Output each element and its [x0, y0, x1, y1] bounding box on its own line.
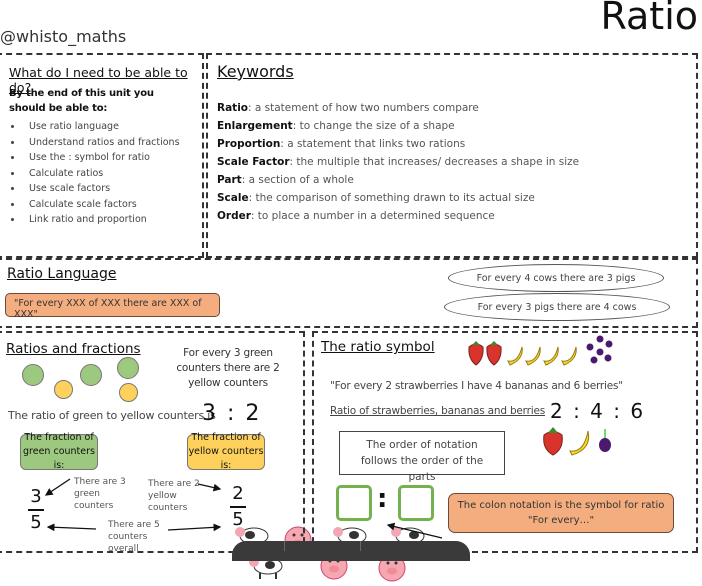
note-yellow-count: There are 2 yellow counters [148, 479, 200, 513]
note-green-count: There are 3 green counters [74, 477, 126, 511]
colon-note-line1: The colon notation is the symbol for rat… [457, 500, 665, 511]
ratios-fractions-heading: Ratios and fractions [6, 341, 141, 357]
goal-item: Use ratio language [23, 119, 180, 135]
annotation-arrows [44, 478, 222, 532]
ratio-phrase-box: "For every XXX of XXX there are XXX of X… [5, 293, 220, 320]
strawberry-icon [486, 341, 502, 366]
keyword-term: Enlargement [217, 120, 293, 132]
berry-icon [586, 335, 613, 364]
ratio-slot-left [336, 485, 372, 521]
counters-description: For every 3 green counters there are 2 y… [176, 347, 280, 389]
arrow-icon [44, 478, 71, 496]
fraction-numerator: 3 [30, 486, 42, 507]
speech-bubble-cows: For every 4 cows there are 3 pigs [448, 264, 664, 292]
goal-item: Calculate ratios [23, 166, 180, 182]
keyword-item: Ratio: a statement of how two numbers co… [217, 99, 579, 117]
colon-symbol: : [377, 484, 388, 514]
ratio-sentence: The ratio of green to yellow counters is [8, 409, 216, 422]
banana-icon [561, 346, 577, 366]
ratio-language-heading: Ratio Language [7, 266, 117, 282]
fraction-bar [28, 509, 44, 511]
keyword-term: Order [217, 210, 251, 222]
bottom-toolbar[interactable] [232, 541, 470, 561]
goal-item: Calculate scale factors [23, 197, 180, 213]
goals-list: Use ratio language Understand ratios and… [9, 119, 180, 228]
keywords-heading: Keywords [217, 62, 294, 81]
order-note-box: The order of notation follows the order … [339, 431, 505, 483]
keyword-definition: : the multiple that increases/ decreases… [289, 156, 580, 168]
ratio-symbol-panel: The ratio symbol "For every 2 strawberri… [312, 331, 698, 553]
berry-icon [599, 429, 611, 452]
green-fraction-box: The fraction of green counters is: [20, 432, 98, 471]
ratios-fractions-panel: Ratios and fractions For every 3 green c… [0, 331, 305, 554]
fraction-denominator: 5 [30, 511, 42, 533]
keyword-item: Scale Factor: the multiple that increase… [217, 153, 579, 171]
green-fraction: 3 5 [28, 487, 44, 533]
arrow-icon [167, 523, 222, 532]
keyword-term: Proportion [217, 138, 281, 150]
yellow-counter [54, 380, 73, 399]
keyword-item: Scale: the comparison of something drawn… [217, 189, 579, 207]
fraction-bar [230, 506, 246, 508]
keyword-term: Ratio [217, 102, 249, 114]
keyword-definition: : a statement that links two rations [280, 138, 466, 150]
colon-arrow [386, 522, 443, 539]
fruit-row-illustration [468, 335, 613, 366]
banana-icon [507, 346, 523, 366]
banana-icon [525, 346, 541, 366]
arrow-icon [197, 483, 222, 492]
goal-item: Understand ratios and fractions [23, 135, 180, 151]
toolbar-divider [360, 541, 361, 551]
yellow-fraction-box: The fraction of yellow counters is: [187, 432, 265, 471]
speech-bubble-pigs: For every 3 pigs there are 4 cows [444, 293, 670, 321]
arrow-icon [46, 523, 97, 532]
keyword-term: Scale Factor [217, 156, 290, 168]
fruit-quote: "For every 2 strawberries I have 4 banan… [330, 380, 623, 392]
green-counter [117, 357, 139, 379]
keyword-definition: : to change the size of a shape [292, 120, 455, 132]
keyword-term: Scale [217, 192, 249, 204]
keyword-definition: : the comparison of something drawn to i… [248, 192, 535, 204]
banana-icon [543, 346, 559, 366]
banana-icon [569, 430, 590, 456]
yellow-fraction: 2 5 [230, 484, 246, 530]
green-counter [22, 364, 44, 386]
strawberry-icon [543, 427, 563, 456]
green-counter [80, 364, 102, 386]
keyword-item: Order: to place a number in a determined… [217, 207, 579, 225]
fruit-ratio-value: 2 : 4 : 6 [550, 399, 646, 423]
colon-note-box: The colon notation is the symbol for rat… [448, 493, 674, 533]
goals-heading: What do I need to be able to do? [9, 65, 188, 95]
fraction-denominator: 5 [232, 508, 244, 530]
goals-intro: By the end of this unit you should be ab… [9, 88, 154, 114]
ratio-slot-right [398, 485, 434, 521]
keyword-term: Part [217, 174, 242, 186]
keywords-list: Ratio: a statement of how two numbers co… [217, 99, 579, 225]
goals-panel: What do I need to be able to do? By the … [0, 53, 204, 258]
ratio-language-panel: Ratio Language "For every XXX of XXX the… [0, 258, 698, 582]
page-title: Ratio [600, 0, 698, 38]
author-handle: @whisto_maths [0, 27, 127, 46]
goal-item: Use the : symbol for ratio [23, 150, 180, 166]
goal-item: Link ratio and proportion [23, 212, 180, 228]
ratio-value: 3 : 2 [202, 401, 262, 426]
goal-item: Use scale factors [23, 181, 180, 197]
keyword-item: Part: a section of a whole [217, 171, 579, 189]
fruit-order-illustration [543, 427, 611, 456]
fruit-ratio-label: Ratio of strawberries, bananas and berri… [330, 405, 545, 417]
keyword-item: Proportion: a statement that links two r… [217, 135, 579, 153]
keyword-definition: : a statement of how two numbers compare [248, 102, 479, 114]
arrow-icon [386, 522, 443, 539]
keyword-definition: : to place a number in a determined sequ… [250, 210, 495, 222]
toolbar-divider [284, 541, 285, 551]
ratio-symbol-heading: The ratio symbol [321, 339, 435, 355]
yellow-counter [119, 383, 138, 402]
keyword-item: Enlargement: to change the size of a sha… [217, 117, 579, 135]
strawberry-icon [468, 341, 484, 366]
fraction-numerator: 2 [232, 483, 244, 504]
keyword-definition: : a section of a whole [241, 174, 354, 186]
keywords-panel: Keywords Ratio: a statement of how two n… [206, 53, 698, 258]
colon-note-line2: "For every…" [527, 515, 595, 526]
